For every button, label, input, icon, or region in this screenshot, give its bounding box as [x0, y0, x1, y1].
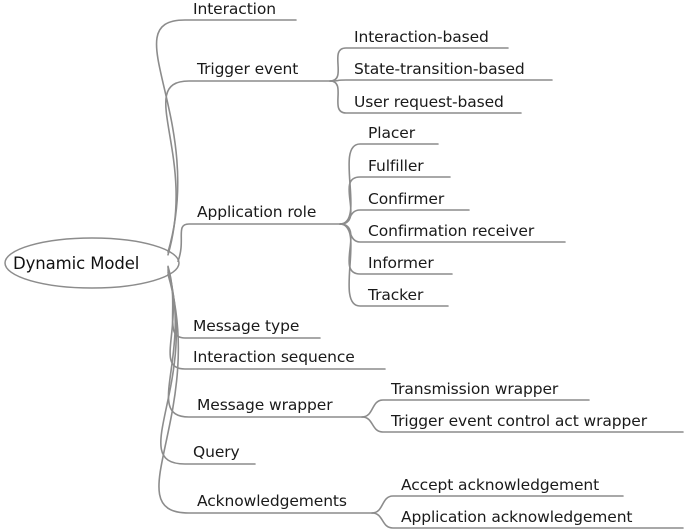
subbranch-connector-transmission-wrapper: [361, 399, 590, 418]
subbranch-label-fulfiller: Fulfiller: [368, 157, 424, 175]
branch-label-application-role: Application role: [197, 203, 317, 221]
branch-label-message-type: Message type: [193, 317, 300, 335]
subbranch-label-confirmer: Confirmer: [368, 190, 445, 208]
subbranch-label-state-transition-based: State-transition-based: [354, 60, 525, 78]
root-node-label: Dynamic Model: [13, 254, 140, 273]
subbranch-label-accept-acknowledgement: Accept acknowledgement: [401, 476, 600, 494]
subbranch-connector-user-request-based: [329, 80, 522, 114]
subbranch-label-informer: Informer: [368, 254, 434, 272]
branch-label-trigger-event: Trigger event: [197, 60, 299, 78]
subbranch-label-tracker: Tracker: [368, 286, 424, 304]
branch-connector-interaction: [155, 19, 297, 253]
branch-label-query: Query: [193, 443, 240, 461]
subbranch-connector-tracker: [339, 223, 449, 307]
root-node-ellipse: [4, 237, 180, 289]
subbranch-label-trigger-event-control-act-wrapper: Trigger event control act wrapper: [391, 412, 647, 430]
branch-label-message-wrapper: Message wrapper: [197, 396, 333, 414]
subbranch-label-user-request-based: User request-based: [354, 93, 504, 111]
branch-label-acknowledgements: Acknowledgements: [197, 492, 347, 510]
subbranch-connector-interaction-based: [329, 47, 509, 82]
subbranch-connector-application-acknowledgement: [371, 512, 684, 529]
branch-connector-trigger-event: [165, 80, 331, 256]
branch-label-interaction: Interaction: [193, 0, 276, 18]
subbranch-label-interaction-based: Interaction-based: [354, 28, 489, 46]
branch-connector-acknowledgements: [158, 273, 373, 514]
subbranch-label-transmission-wrapper: Transmission wrapper: [391, 380, 559, 398]
subbranch-connector-trigger-event-control-act-wrapper: [361, 416, 684, 433]
subbranch-label-application-acknowledgement: Application acknowledgement: [401, 508, 633, 526]
subbranch-label-placer: Placer: [368, 124, 415, 142]
subbranch-connector-accept-acknowledgement: [371, 495, 624, 514]
subbranch-label-confirmation-receiver: Confirmation receiver: [368, 222, 535, 240]
branch-label-interaction-sequence: Interaction sequence: [193, 348, 355, 366]
branch-connector-application-role: [177, 223, 341, 263]
